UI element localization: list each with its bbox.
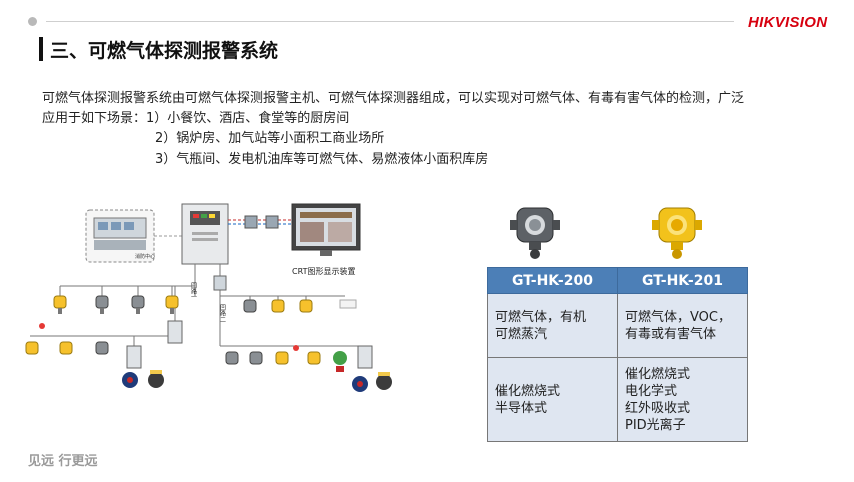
alarm-controller-icon: [181, 203, 229, 265]
gas-detector-icon: [25, 341, 39, 355]
gt-hk-201-product-image: [652, 207, 702, 259]
cell-text: 有毒或有害气体: [625, 326, 717, 342]
gas-detector-icon: [299, 299, 313, 313]
cell-text: 红外吸收式: [625, 400, 691, 416]
cell-text: 电化学式: [625, 383, 678, 399]
gas-valve-icon: [376, 372, 392, 390]
cell-text: 可燃气体，VOC，: [625, 309, 731, 325]
intro-line-1: 可燃气体探测报警系统由可燃气体探测报警主机、可燃气体探测器组成，可以实现对可燃气…: [42, 91, 745, 106]
alarm-light-icon: [39, 323, 45, 329]
table-header-row: GT-HK-200 GT-HK-201: [487, 267, 748, 294]
cell-text: 催化燃烧式: [495, 383, 561, 399]
control-panel-icon: [167, 320, 183, 344]
cell-text: 可燃气体，有机: [495, 309, 587, 325]
gas-valve-icon: [148, 370, 164, 388]
cell-text: 半导体式: [495, 400, 548, 416]
gas-detector-icon: [243, 299, 257, 313]
gas-detector-icon: [275, 351, 289, 365]
table-row-sensor-principles: 催化燃烧式 半导体式 催化燃烧式 电化学式 红外吸收式 PID光离子: [487, 357, 748, 442]
converter-icon: [265, 215, 279, 229]
repeater-icon: [213, 275, 227, 291]
alarm-light-icon: [293, 345, 299, 351]
control-panel-icon: [357, 345, 373, 369]
gas-detector-icon: [271, 299, 285, 313]
cell-text: PID光离子: [625, 417, 686, 433]
intro-line-2: 应用于如下场景：1）小餐饮、酒店、食堂等的厨房间: [42, 111, 350, 126]
table-row-gas-types: 可燃气体，有机 可燃蒸汽 可燃气体，VOC， 有毒或有害气体: [487, 293, 748, 358]
system-diagram: 消防中心 CRT图形显示装置 回路一 回路二: [25, 203, 392, 392]
loop-2-label: 回路二: [219, 304, 226, 322]
control-room-image: 消防中心: [85, 209, 155, 263]
cell-text: 可燃蒸汽: [495, 326, 548, 342]
table-cell: 催化燃烧式 半导体式: [487, 357, 618, 442]
table-cell: 可燃气体，VOC， 有毒或有害气体: [617, 293, 748, 358]
table-cell: 催化燃烧式 电化学式 红外吸收式 PID光离子: [617, 357, 748, 442]
hikvision-logo: HIKVISION: [748, 14, 828, 31]
top-divider-line: [46, 21, 734, 22]
spec-table: GT-HK-200 GT-HK-201 可燃气体，有机 可燃蒸汽 可燃气体，VO…: [487, 267, 748, 442]
intro-line-4: 3）气瓶间、发电机油库等可燃气体、易燃液体小面积库房: [155, 152, 489, 167]
terminal-device-icon: [339, 299, 357, 309]
exhaust-fan-icon: [352, 376, 368, 392]
crt-label: CRT图形显示装置: [292, 266, 355, 276]
gas-detector-icon: [95, 341, 109, 355]
gas-detector-icon: [53, 295, 67, 314]
control-room-label: 消防中心: [135, 253, 155, 260]
footer-slogan: 见远 行更远: [28, 454, 98, 469]
gt-hk-200-product-image: [510, 207, 560, 259]
page-title: 三、可燃气体探测报警系统: [50, 40, 279, 62]
gas-detector-icon: [165, 295, 179, 314]
exhaust-fan-icon: [122, 372, 138, 388]
gas-detector-icon: [59, 341, 73, 355]
intro-line-3: 2）锅炉房、加气站等小面积工商业场所: [155, 131, 385, 146]
table-cell: 可燃气体，有机 可燃蒸汽: [487, 293, 618, 358]
converter-icon: [244, 215, 258, 229]
top-dot-decoration: [28, 17, 37, 26]
sound-light-alarm-icon: [333, 351, 347, 372]
title-accent-bar: [39, 37, 43, 61]
gas-detector-icon: [307, 351, 321, 365]
control-panel-icon: [126, 345, 142, 369]
header-gt-hk-200: GT-HK-200: [487, 267, 618, 294]
header-gt-hk-201: GT-HK-201: [617, 267, 748, 294]
cell-text: 催化燃烧式: [625, 366, 691, 382]
gas-detector-icon: [131, 295, 145, 314]
gas-detector-icon: [225, 351, 239, 365]
loop-1-label: 回路一: [190, 282, 197, 300]
gas-detector-icon: [95, 295, 109, 314]
gas-detector-icon: [249, 351, 263, 365]
crt-monitor-icon: [291, 203, 361, 256]
